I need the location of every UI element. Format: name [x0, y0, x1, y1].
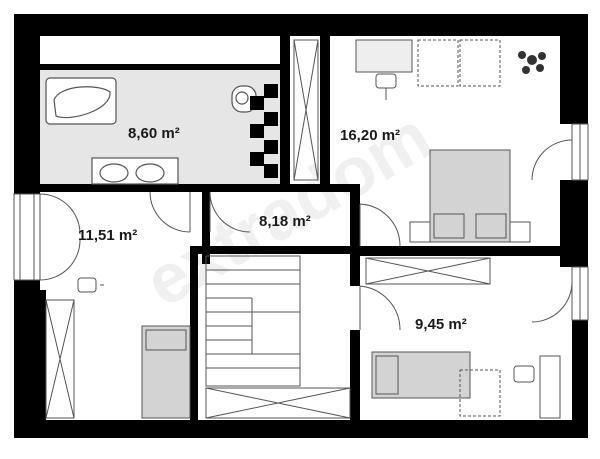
room-area-label: 16,20 m² — [340, 127, 400, 144]
washbasin-right — [135, 163, 165, 183]
stairs — [205, 255, 351, 419]
room-area-label: 8,60 m² — [128, 125, 180, 142]
desk-top — [355, 39, 501, 100]
window-top-right — [345, 36, 555, 42]
shaft-blocks — [250, 84, 278, 178]
inner-walls — [20, 36, 560, 426]
wardrobe-left — [45, 299, 75, 419]
outer-walls — [14, 14, 588, 438]
window-left — [13, 193, 41, 281]
double-bed — [409, 149, 531, 243]
room-area-label: 8,18 m² — [259, 213, 311, 230]
wardrobe-small — [365, 257, 491, 285]
room-area-label: 11,51 m² — [78, 227, 137, 244]
plant-icon — [518, 51, 546, 74]
single-bed-small — [371, 351, 471, 399]
windows — [13, 14, 589, 321]
room-area-label: 9,45 m² — [415, 316, 467, 333]
doors — [39, 139, 573, 331]
chair-left — [77, 277, 104, 293]
bathroom-fixtures — [45, 77, 257, 185]
desk-small — [459, 355, 561, 419]
single-bed-left — [141, 325, 191, 419]
window-top-left — [40, 14, 280, 36]
wardrobe-upper — [293, 39, 319, 181]
washbasin-left — [99, 163, 129, 183]
